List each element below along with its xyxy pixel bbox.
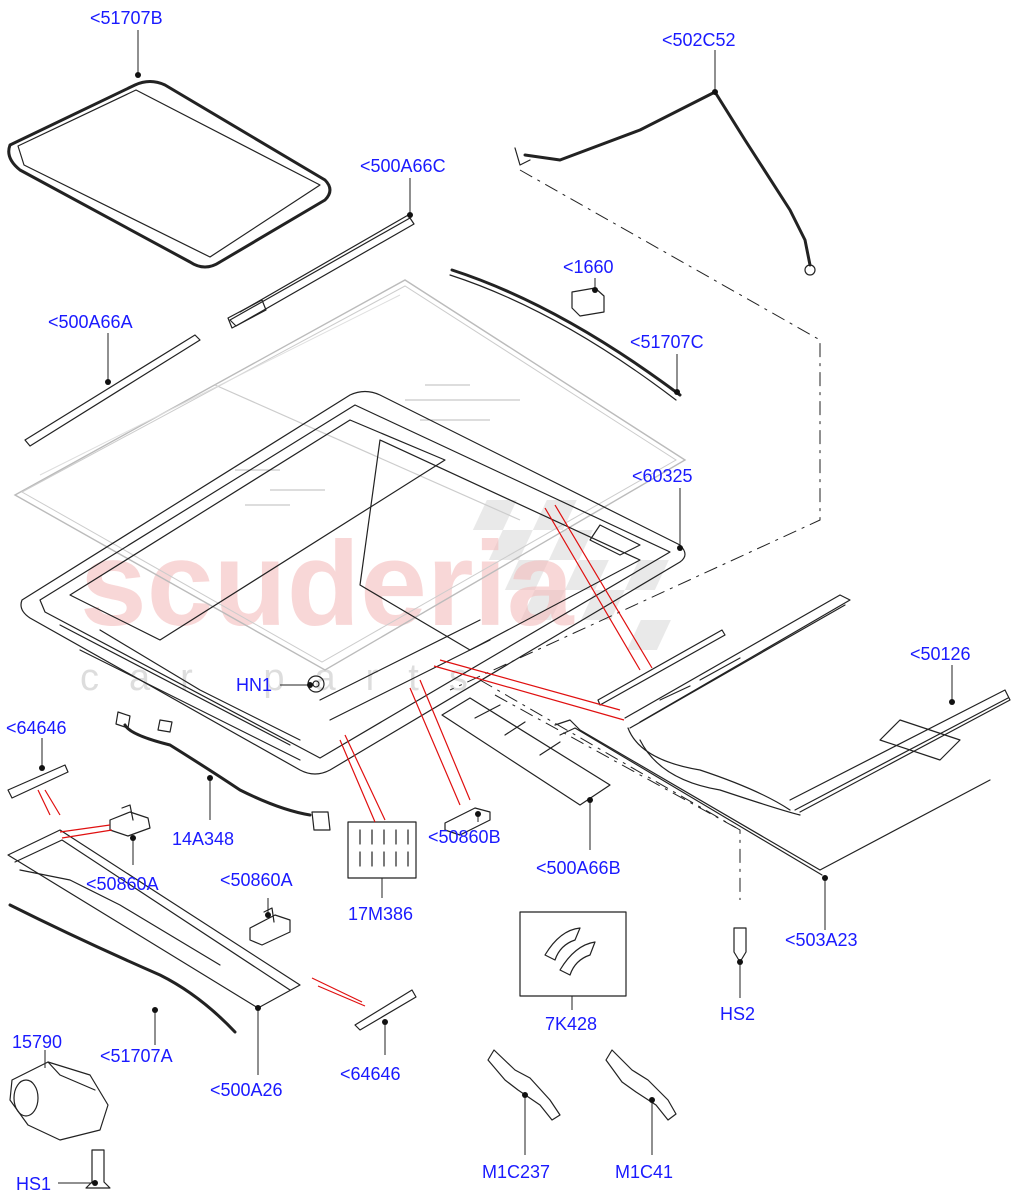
label-500a66a[interactable]: <500A66A [48,312,133,332]
part-rail-500a26 [7,829,301,1009]
part-slider-50860b [444,807,491,836]
part-bolt-hs2 [733,927,747,963]
part-drain-hose-502c52 [514,90,816,276]
part-slider-50860a-left [109,804,151,837]
watermark: scuderia car parts [80,500,671,699]
label-50126[interactable]: <50126 [910,644,971,664]
label-51707b[interactable]: <51707B [90,8,163,28]
label-500a66c[interactable]: <500A66C [360,156,446,176]
part-motor-15790 [9,1061,109,1141]
guide-lines [449,169,821,900]
label-51707c[interactable]: <51707C [630,332,704,352]
part-bracket-64646-upper [7,764,69,799]
part-screw-kit-17m386 [347,821,417,879]
label-1660[interactable]: <1660 [563,257,614,277]
label-7k428[interactable]: 7K428 [545,1014,597,1034]
watermark-brand: scuderia [80,517,575,651]
label-50860a-left[interactable]: <50860A [86,874,159,894]
label-500a66b[interactable]: <500A66B [536,858,621,878]
part-bolt-hs1 [85,1149,111,1189]
part-glass-panel [13,279,687,671]
label-14a348[interactable]: 14A348 [172,829,234,849]
part-labels: <51707B <502C52 <500A66C <1660 <500A66A … [6,8,971,1194]
part-slider-50860a-right [249,907,291,946]
part-deflector-500a66b [441,629,726,806]
label-50860a-right[interactable]: <50860A [220,870,293,890]
label-51707a[interactable]: <51707A [100,1046,173,1066]
part-cable-503a23 [554,719,991,876]
part-mechanism-50126 [624,594,1011,816]
red-callout-lines [37,504,653,1007]
watermark-sub: car parts [80,657,498,699]
checker-flag-watermark [472,500,671,650]
label-m1c237[interactable]: M1C237 [482,1162,550,1182]
part-deflector-500a66c [227,213,415,329]
part-harness-14a348 [115,711,331,831]
part-bracket-64646-lower [354,989,417,1031]
leader-lines [39,30,955,1186]
label-503a23[interactable]: <503A23 [785,930,858,950]
part-seal-51707b [7,80,332,269]
label-50860b[interactable]: <50860B [428,827,501,847]
part-deflector-500a66a [24,334,201,447]
part-fastener-m1c41 [605,1049,677,1121]
part-block-1660 [571,287,605,317]
label-64646-lower[interactable]: <64646 [340,1064,401,1084]
part-frame-60325 [20,390,686,775]
part-clip-kit-7k428 [519,911,627,997]
label-15790[interactable]: 15790 [12,1032,62,1052]
label-m1c41[interactable]: M1C41 [615,1162,673,1182]
label-hs1[interactable]: HS1 [16,1174,51,1194]
label-17m386[interactable]: 17M386 [348,904,413,924]
label-hn1[interactable]: HN1 [236,675,272,695]
label-hs2[interactable]: HS2 [720,1004,755,1024]
label-60325[interactable]: <60325 [632,466,693,486]
label-502c52[interactable]: <502C52 [662,30,736,50]
part-seal-51707a [8,903,237,1034]
part-seal-51707c [449,268,682,401]
part-fastener-m1c237 [487,1049,561,1121]
label-500a26[interactable]: <500A26 [210,1080,283,1100]
label-64646-upper[interactable]: <64646 [6,718,67,738]
